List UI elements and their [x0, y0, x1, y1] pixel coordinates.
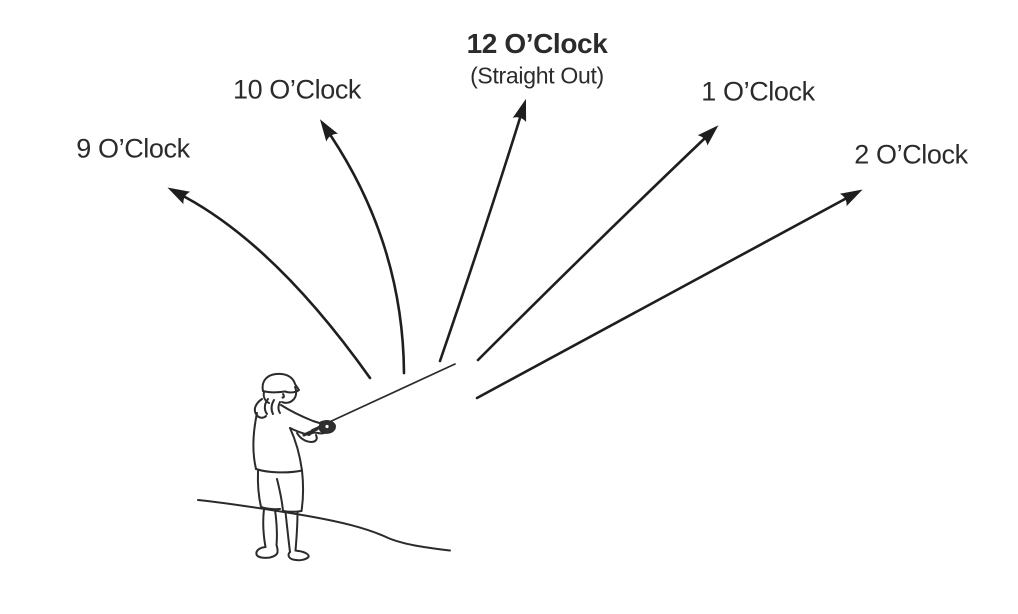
label-12-oclock: 12 O’Clock: [466, 28, 608, 59]
shoes: [255, 544, 279, 559]
arrow-9-oclock: [167, 187, 372, 380]
label-1-oclock: 1 O’Clock: [701, 76, 815, 107]
label-12-oclock-subtext: (Straight Out): [470, 62, 604, 89]
cap: [261, 372, 300, 394]
torso: [252, 412, 258, 470]
label-2-oclock: 2 O’Clock: [854, 139, 968, 170]
shorts: [256, 470, 262, 508]
ground-line: [197, 499, 451, 552]
arrow-1-oclock: [476, 125, 719, 362]
label-10-oclock: 10 O’Clock: [232, 74, 362, 105]
angler-figure: [252, 372, 336, 562]
arrow-10-oclock: [319, 119, 406, 375]
legs: [262, 508, 267, 548]
arrow-12-oclock: [438, 98, 527, 363]
head: [281, 386, 298, 404]
arrow-2-oclock: [475, 189, 863, 400]
label-9-oclock: 9 O’Clock: [76, 133, 190, 164]
arm: [280, 404, 322, 425]
